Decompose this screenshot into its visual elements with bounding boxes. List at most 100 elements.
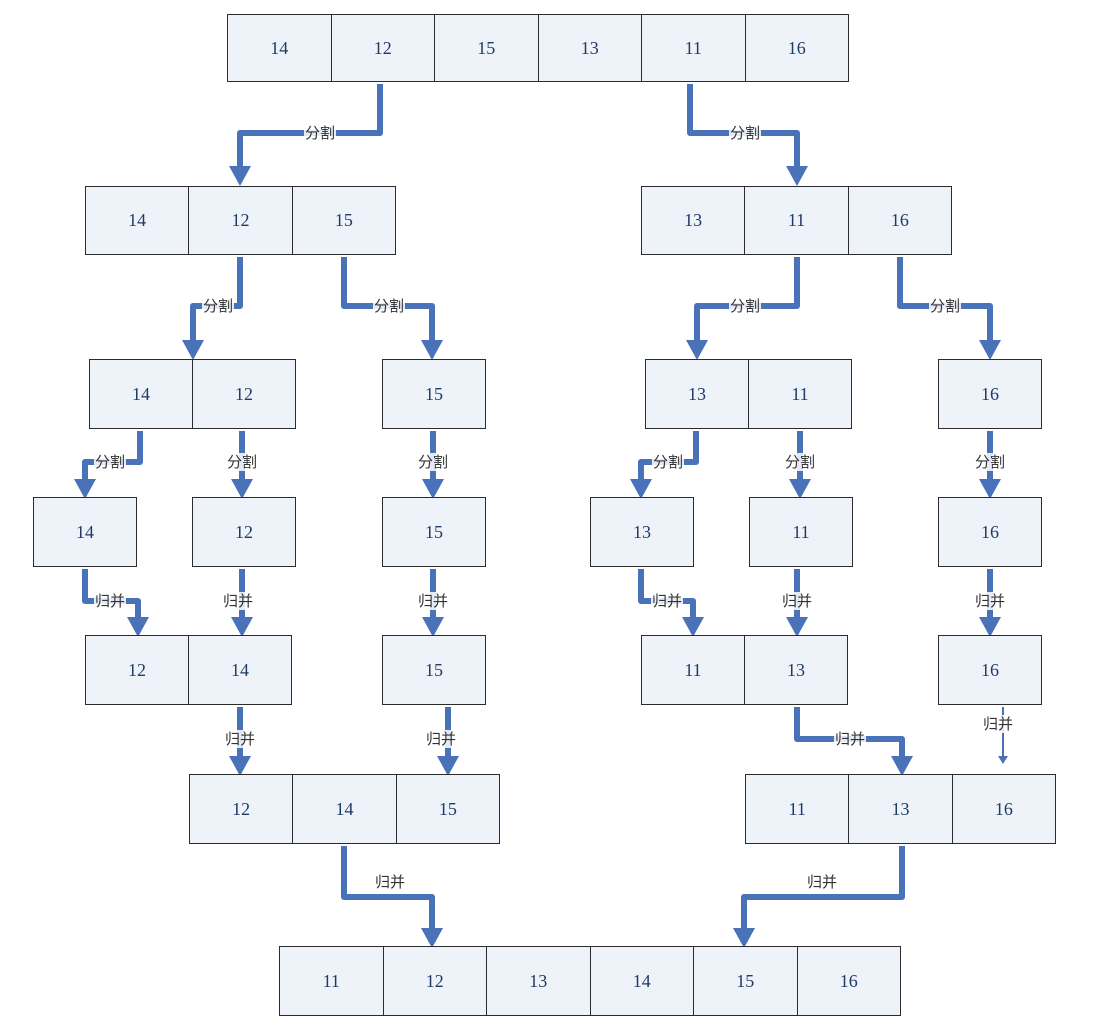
merge-arrow-head bbox=[127, 617, 149, 637]
merge-label: 归并 bbox=[805, 873, 839, 891]
merge-label: 归并 bbox=[93, 592, 127, 610]
split-label: 分割 bbox=[973, 453, 1007, 471]
merge-label: 归并 bbox=[373, 873, 407, 891]
split-label: 分割 bbox=[93, 453, 127, 471]
split-arrow-head bbox=[182, 340, 204, 360]
array-l3-c: 15 bbox=[382, 497, 486, 567]
array-m1-a: 12 14 bbox=[85, 635, 292, 705]
merge-arrow-head bbox=[891, 756, 913, 776]
merge-arrow-head bbox=[437, 756, 459, 776]
array-m1-d: 16 bbox=[938, 635, 1042, 705]
array-cell: 13 bbox=[744, 636, 847, 704]
split-arrow-head bbox=[74, 479, 96, 499]
array-cell: 15 bbox=[434, 15, 538, 81]
merge-label: 归并 bbox=[221, 592, 255, 610]
array-cell: 12 bbox=[330, 15, 435, 81]
merge-arrow-head bbox=[229, 756, 251, 776]
array-cell: 16 bbox=[744, 15, 849, 81]
split-arrow-head bbox=[979, 479, 1001, 499]
array-cell: 12 bbox=[235, 521, 253, 542]
merge-arrow-head bbox=[733, 928, 755, 948]
array-l2-a: 14 12 bbox=[89, 359, 296, 429]
split-arrow-head bbox=[422, 479, 444, 499]
merge-arrow-head bbox=[998, 756, 1008, 764]
array-cell: 13 bbox=[684, 210, 703, 230]
array-l3-a: 14 bbox=[33, 497, 137, 567]
merge-arrow-head bbox=[422, 617, 444, 637]
merge-arrow-head bbox=[979, 617, 1001, 637]
array-cell: 14 bbox=[188, 636, 291, 704]
merge-label: 归并 bbox=[416, 592, 450, 610]
split-label: 分割 bbox=[303, 124, 337, 142]
array-cell: 12 bbox=[232, 798, 251, 819]
split-arrow-head bbox=[231, 479, 253, 499]
array-cell: 11 bbox=[748, 360, 851, 428]
array-cell: 13 bbox=[486, 947, 590, 1015]
merge-label: 归并 bbox=[780, 592, 814, 610]
split-label: 分割 bbox=[651, 453, 685, 471]
split-arrow-head bbox=[630, 479, 652, 499]
merge-arrow-head bbox=[421, 928, 443, 948]
array-cell: 14 bbox=[270, 37, 289, 58]
array-cell: 13 bbox=[633, 521, 651, 542]
merge-arrow-head bbox=[786, 617, 808, 637]
merge-arrow-head bbox=[231, 617, 253, 637]
array-cell: 16 bbox=[981, 521, 999, 542]
array-cell: 12 bbox=[188, 187, 291, 254]
array-m1-b: 15 bbox=[382, 635, 486, 705]
array-l3-b: 12 bbox=[192, 497, 296, 567]
split-label: 分割 bbox=[783, 453, 817, 471]
array-cell: 12 bbox=[128, 659, 146, 680]
array-cell: 11 bbox=[744, 187, 847, 254]
array-cell: 11 bbox=[641, 15, 745, 81]
merge-arrow-head bbox=[682, 617, 704, 637]
array-cell: 11 bbox=[792, 521, 810, 542]
merge-label: 归并 bbox=[981, 715, 1015, 733]
split-arrow-head bbox=[786, 166, 808, 186]
array-cell: 15 bbox=[425, 521, 443, 542]
split-label: 分割 bbox=[201, 297, 235, 315]
array-cell: 12 bbox=[382, 947, 487, 1015]
array-cell: 16 bbox=[847, 187, 951, 254]
array-cell: 14 bbox=[589, 947, 694, 1015]
merge-label: 归并 bbox=[424, 730, 458, 748]
array-cell: 16 bbox=[796, 947, 901, 1015]
array-cell: 11 bbox=[788, 798, 806, 819]
array-l2-c: 13 11 bbox=[645, 359, 852, 429]
array-cell: 11 bbox=[322, 970, 340, 991]
array-l2-d: 16 bbox=[938, 359, 1042, 429]
array-cell: 13 bbox=[537, 15, 642, 81]
split-arrow-head bbox=[979, 340, 1001, 360]
array-l2-b: 15 bbox=[382, 359, 486, 429]
array-cell: 13 bbox=[688, 383, 706, 404]
array-cell: 15 bbox=[693, 947, 797, 1015]
split-arrow-head bbox=[789, 479, 811, 499]
array-cell: 15 bbox=[395, 775, 499, 843]
split-label: 分割 bbox=[928, 297, 962, 315]
split-label: 分割 bbox=[416, 453, 450, 471]
merge-arrow-line bbox=[341, 846, 435, 930]
array-cell: 14 bbox=[292, 775, 395, 843]
merge-label: 归并 bbox=[223, 730, 257, 748]
split-label: 分割 bbox=[225, 453, 259, 471]
merge-label: 归并 bbox=[833, 730, 867, 748]
merge-label: 归并 bbox=[973, 592, 1007, 610]
array-l3-e: 11 bbox=[749, 497, 853, 567]
array-cell: 14 bbox=[132, 383, 150, 404]
split-arrow-head bbox=[229, 166, 251, 186]
split-arrow-head bbox=[421, 340, 443, 360]
array-cell: 14 bbox=[128, 210, 147, 230]
array-cell: 15 bbox=[425, 659, 443, 680]
split-label: 分割 bbox=[728, 297, 762, 315]
merge-label: 归并 bbox=[650, 592, 684, 610]
array-cell: 16 bbox=[981, 383, 999, 404]
array-cell: 15 bbox=[291, 187, 395, 254]
array-cell: 12 bbox=[192, 360, 295, 428]
merge-arrow-line bbox=[741, 846, 905, 930]
